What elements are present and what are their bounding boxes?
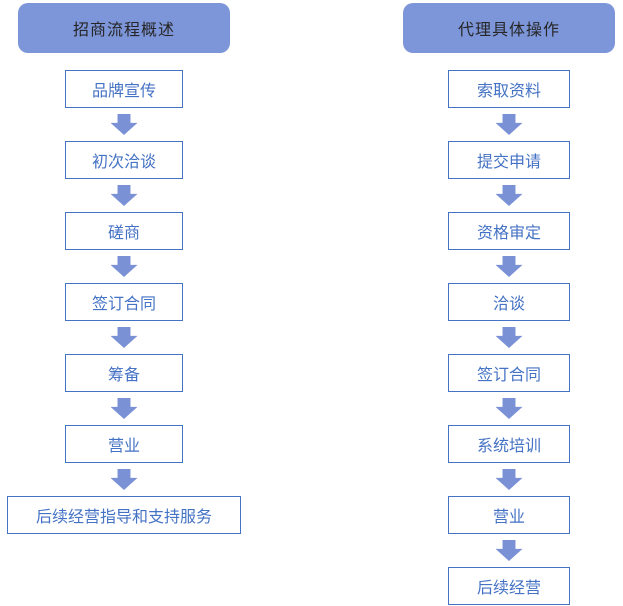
flow-step-label: 提交申请 bbox=[476, 154, 541, 171]
flow-step-label: 磋商 bbox=[107, 225, 140, 242]
flow-column-merchant-process: 招商流程概述 品牌宣传初次洽谈磋商签订合同筹备营业后续经营指导和支持服务 bbox=[7, 3, 241, 534]
down-arrow-icon bbox=[110, 398, 138, 419]
flow-step-box: 磋商 bbox=[65, 212, 183, 250]
flow-step-label: 筹备 bbox=[107, 367, 140, 384]
flow-step-box: 营业 bbox=[448, 496, 570, 534]
flow-step-label: 签订合同 bbox=[476, 367, 541, 384]
down-arrow-icon bbox=[110, 185, 138, 206]
flow-step-label: 营业 bbox=[107, 438, 140, 455]
flow-step-box: 索取资料 bbox=[448, 70, 570, 108]
flow-step-box: 资格审定 bbox=[448, 212, 570, 250]
down-arrow-icon bbox=[495, 540, 523, 561]
column-header-agent-operations: 代理具体操作 bbox=[403, 3, 615, 53]
flow-step-label: 签订合同 bbox=[91, 296, 156, 313]
flow-steps-merchant-process: 品牌宣传初次洽谈磋商签订合同筹备营业后续经营指导和支持服务 bbox=[7, 70, 241, 534]
flow-step-box: 后续经营指导和支持服务 bbox=[7, 496, 241, 534]
flow-step-box: 洽谈 bbox=[448, 283, 570, 321]
flow-step-box: 提交申请 bbox=[448, 141, 570, 179]
down-arrow-icon bbox=[495, 114, 523, 135]
down-arrow-icon bbox=[495, 256, 523, 277]
flow-step-box: 系统培训 bbox=[448, 425, 570, 463]
flow-step-box: 签订合同 bbox=[448, 354, 570, 392]
flow-step-label: 营业 bbox=[492, 509, 525, 526]
flow-steps-agent-operations: 索取资料提交申请资格审定洽谈签订合同系统培训营业后续经营 bbox=[448, 70, 570, 605]
flow-step-box: 筹备 bbox=[65, 354, 183, 392]
down-arrow-icon bbox=[110, 469, 138, 490]
flow-step-label: 资格审定 bbox=[476, 225, 541, 242]
flow-step-box: 签订合同 bbox=[65, 283, 183, 321]
flow-step-box: 营业 bbox=[65, 425, 183, 463]
flow-step-label: 品牌宣传 bbox=[91, 83, 156, 100]
flow-step-label: 索取资料 bbox=[476, 83, 541, 100]
down-arrow-icon bbox=[495, 327, 523, 348]
down-arrow-icon bbox=[110, 256, 138, 277]
flow-step-label: 后续经营指导和支持服务 bbox=[35, 509, 212, 526]
down-arrow-icon bbox=[110, 114, 138, 135]
down-arrow-icon bbox=[495, 469, 523, 490]
flow-step-label: 初次洽谈 bbox=[91, 154, 156, 171]
down-arrow-icon bbox=[495, 185, 523, 206]
flow-step-label: 系统培训 bbox=[476, 438, 541, 455]
flow-step-box: 后续经营 bbox=[448, 567, 570, 605]
flow-step-label: 后续经营 bbox=[476, 580, 541, 597]
flow-column-agent-operations: 代理具体操作 索取资料提交申请资格审定洽谈签订合同系统培训营业后续经营 bbox=[403, 3, 615, 605]
down-arrow-icon bbox=[110, 327, 138, 348]
column-header-merchant-process: 招商流程概述 bbox=[18, 3, 230, 53]
flow-step-box: 品牌宣传 bbox=[65, 70, 183, 108]
flow-step-box: 初次洽谈 bbox=[65, 141, 183, 179]
flow-step-label: 洽谈 bbox=[492, 296, 525, 313]
down-arrow-icon bbox=[495, 398, 523, 419]
